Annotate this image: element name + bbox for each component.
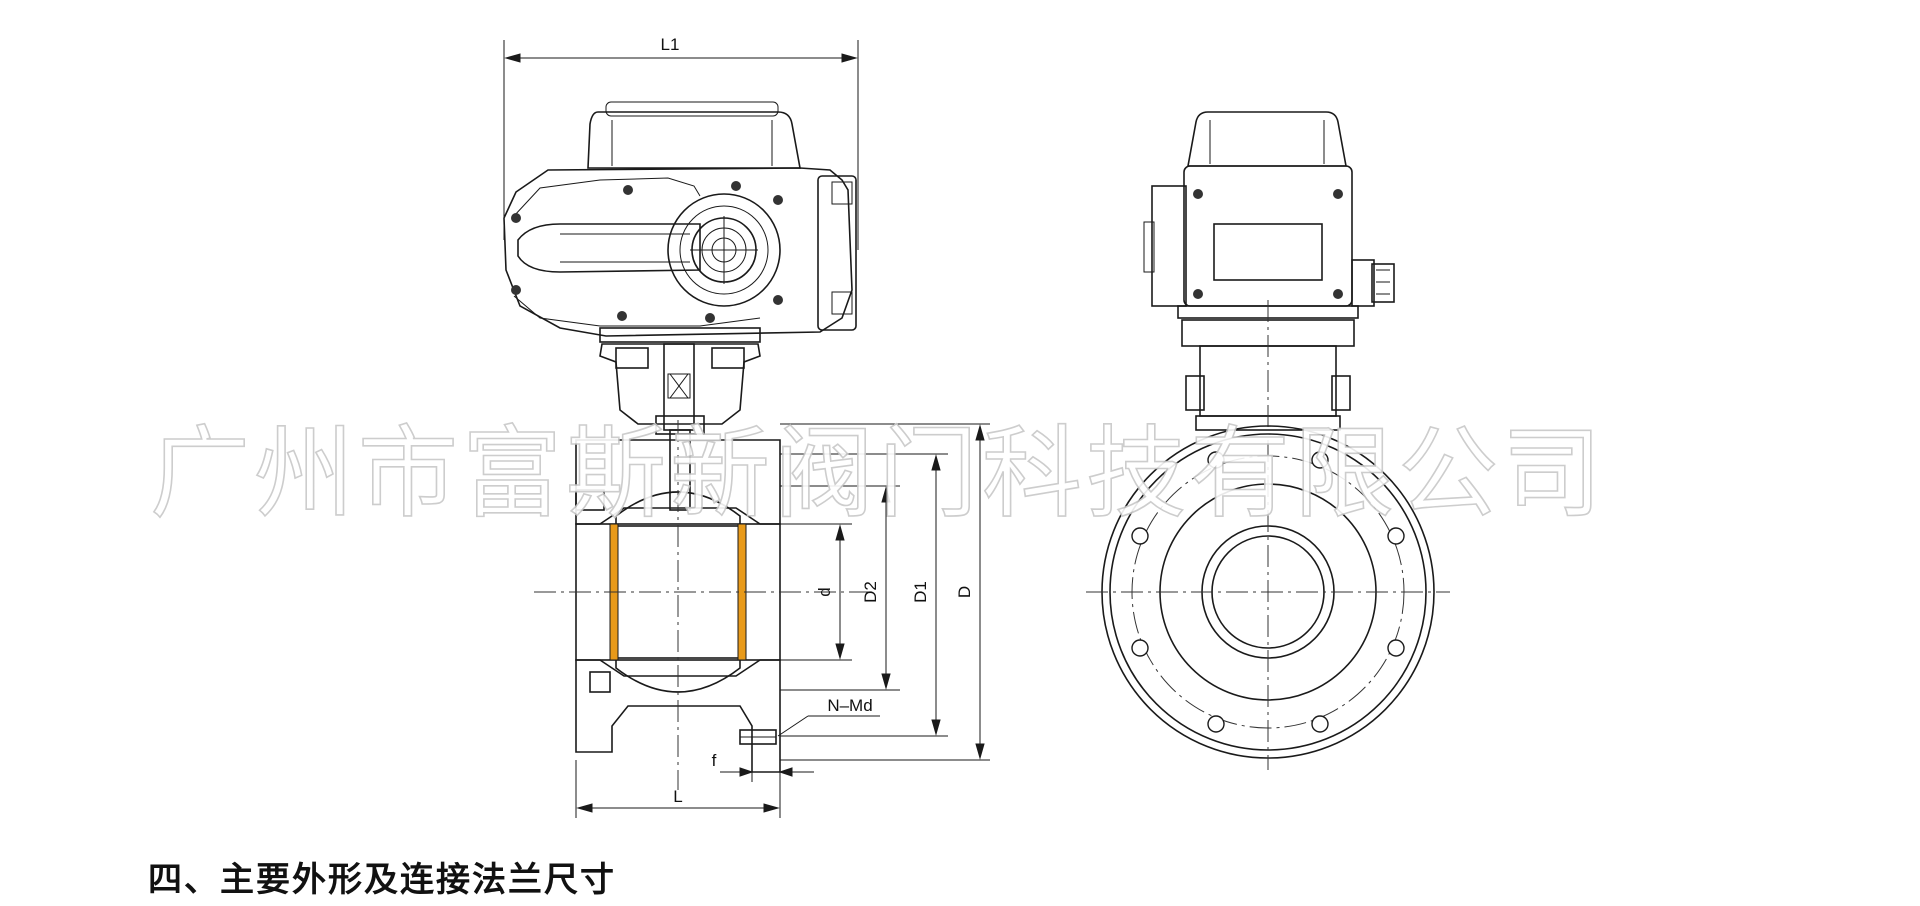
valve-body-section (534, 420, 874, 790)
dim-D1: D1 (911, 581, 930, 603)
side-actuator (1143, 111, 1395, 319)
dim-f: f (712, 751, 717, 770)
side-flange (1086, 425, 1450, 770)
dim-L: L (673, 787, 682, 806)
actuator-terminal-box (817, 175, 857, 331)
watermark: 广州市富斯新阀门科技有限公司 (150, 415, 1606, 532)
dim-L1: L1 (661, 35, 680, 54)
dim-N-Md: N–Md (827, 696, 872, 715)
actuator-top-cover (587, 111, 801, 169)
mounting-bracket (599, 343, 761, 511)
section-heading: 四、主要外形及连接法兰尺寸 (148, 860, 616, 900)
dim-D: D (955, 586, 974, 598)
flange-bolt-holes (1131, 451, 1405, 733)
actuator-body (503, 167, 853, 337)
ball (615, 491, 741, 693)
indicator-dial (667, 193, 781, 307)
front-actuator (503, 101, 857, 343)
actuator-screws (511, 181, 783, 323)
side-bracket (1181, 300, 1355, 432)
dimension-lines (503, 40, 990, 818)
dim-d: d (815, 587, 834, 596)
dim-D2: D2 (861, 581, 880, 603)
